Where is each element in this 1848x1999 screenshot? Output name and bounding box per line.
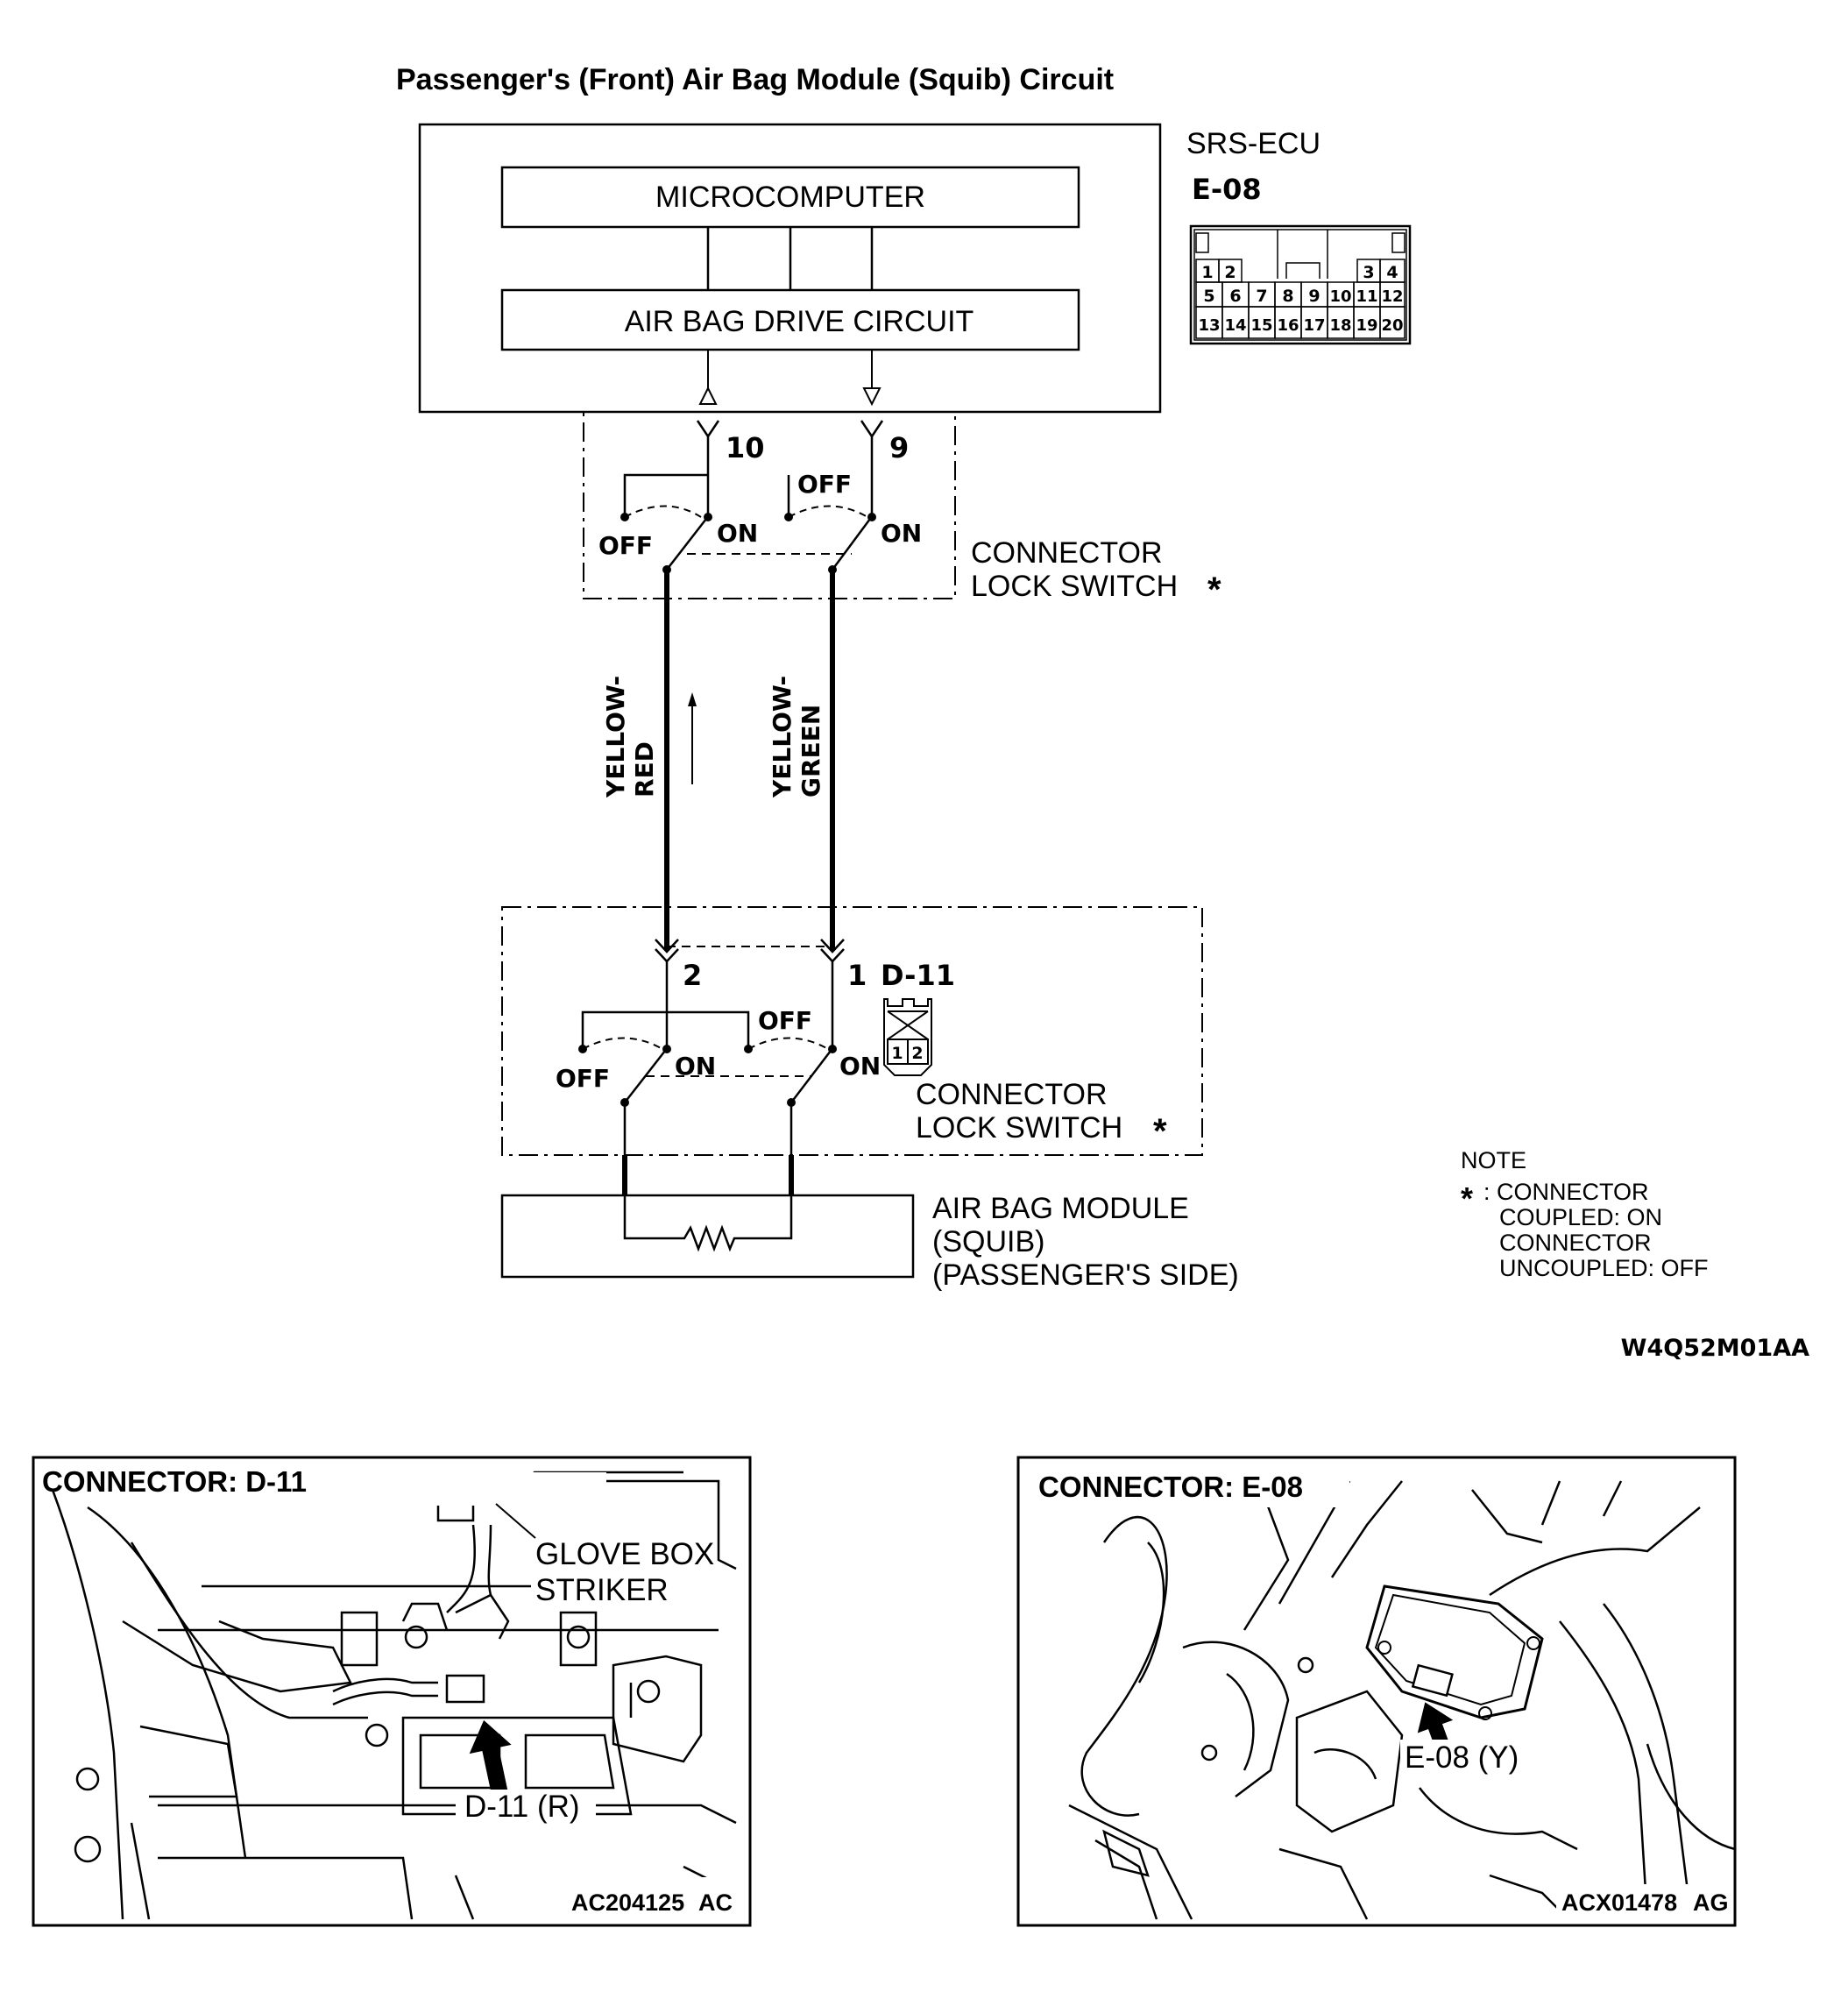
ecu-pin-10-label: 10 (726, 431, 765, 464)
upper-on-label-right: ON (881, 519, 922, 548)
srs-ecu: MICROCOMPUTER AIR BAG DRIVE CIRCUIT SRS-… (418, 123, 1321, 414)
lower-on-label-right: ON (839, 1052, 881, 1081)
panel-right-code-suffix: AG (1693, 1889, 1729, 1916)
e08-connector-face-icon: 1 2 3 4 5 6 7 8 9 10 11 12 13 14 15 16 1… (1189, 224, 1412, 345)
upper-switch-boundary (583, 411, 956, 599)
connector-e08-location-panel: CONNECTOR: E-08 E-08 (Y) ACX01478 AG (1016, 1456, 1737, 1927)
upper-connector-lock-switch: 10 9 OFF OFF ON ON CONNECTOR LOCK SWITCH… (583, 411, 1221, 609)
note-block: NOTE * : CONNECTOR COUPLED: ON CONNECTOR… (1461, 1147, 1709, 1281)
lower-switch-asterisk: * (1153, 1112, 1167, 1151)
note-heading: NOTE (1461, 1147, 1526, 1173)
d11-pin-2-label: 2 (683, 959, 702, 992)
panel-right-code: ACX01478 (1561, 1889, 1677, 1916)
upper-on-label-left: ON (717, 519, 758, 548)
e08-pin-12: 12 (1381, 287, 1403, 306)
upper-off-label-left: OFF (598, 531, 653, 560)
e08-pin-14: 14 (1224, 316, 1246, 335)
upper-switch-label-line1: CONNECTOR (971, 536, 1163, 570)
e08-pin-7: 7 (1256, 287, 1267, 306)
d11-connector-body (445, 1674, 485, 1704)
e08-pin-9: 9 (1308, 287, 1320, 306)
upper-switch-blade-right (831, 518, 872, 571)
figure-code: W4Q52M01AA (1621, 1335, 1809, 1362)
note-line1: : CONNECTOR (1483, 1179, 1649, 1205)
lower-off-label-center: OFF (758, 1006, 812, 1035)
panel-left-heading: CONNECTOR: D-11 (42, 1465, 307, 1498)
module-label-line2: (SQUIB) (932, 1225, 1044, 1258)
drive-circuit-box (500, 288, 1080, 351)
ecu-pin-9-label: 9 (889, 431, 909, 464)
e08-pin-15: 15 (1250, 316, 1272, 335)
air-bag-module: AIR BAG MODULE (SQUIB) (PASSENGER'S SIDE… (500, 1192, 1239, 1292)
wire-right-color-line1: YELLOW- (768, 676, 797, 798)
panel-left-callout-line1: GLOVE BOX (535, 1537, 714, 1571)
panel-left-connector-label: D-11 (R) (464, 1790, 580, 1824)
pin-9-terminal-icon (860, 420, 884, 439)
upper-switch-label-line2: LOCK SWITCH (971, 570, 1178, 603)
e08-pin-16: 16 (1277, 316, 1299, 335)
ecu-connector-id: E-08 (1192, 173, 1262, 206)
note-asterisk: * (1461, 1180, 1473, 1216)
e08-pin-8: 8 (1282, 287, 1293, 306)
note-line4: UNCOUPLED: OFF (1499, 1255, 1709, 1281)
panel-right-heading: CONNECTOR: E-08 (1038, 1471, 1303, 1503)
e08-pin-10: 10 (1329, 287, 1351, 306)
d11-location-arrow-icon (469, 1719, 512, 1799)
d11-connector-face-icon: 1 2 (883, 998, 932, 1076)
lower-off-label-left: OFF (556, 1064, 610, 1093)
d11-face-pin-1: 1 (891, 1044, 903, 1063)
lower-switch-label-line1: CONNECTOR (916, 1078, 1108, 1111)
upper-off-label-center: OFF (797, 470, 852, 499)
input-triangle-icon (862, 387, 882, 407)
lower-switch-boundary (501, 906, 1203, 1156)
panel-left-code-suffix: AC (698, 1889, 733, 1916)
e08-pin-2: 2 (1224, 263, 1236, 282)
e08-pin-20: 20 (1381, 316, 1403, 335)
e08-pin-6: 6 (1229, 287, 1241, 306)
current-flow-arrow-icon (688, 692, 697, 706)
srs-ecu-unit-illustration (1365, 1584, 1544, 1720)
e08-pin-4: 4 (1386, 263, 1398, 282)
e08-pin-11: 11 (1356, 287, 1377, 306)
lower-switch-label-line2: LOCK SWITCH (916, 1111, 1122, 1145)
e08-pin-13: 13 (1198, 316, 1220, 335)
microcomputer-label: MICROCOMPUTER (655, 181, 925, 214)
ecu-box (418, 123, 1162, 414)
squib-resistor-icon (623, 1195, 793, 1252)
e08-pin-17: 17 (1303, 316, 1325, 335)
pin-10-terminal-icon (696, 420, 720, 439)
d11-pin-1-label: 1 (847, 959, 867, 992)
lower-connector-lock-switch: 2 1 D-11 1 2 OFF OFF ON ON (501, 906, 1203, 1195)
drive-circuit-label: AIR BAG DRIVE CIRCUIT (625, 305, 974, 338)
module-box (500, 1194, 915, 1279)
wire-left-color-line2: RED (630, 741, 659, 797)
wire-left-color-line1: YELLOW- (601, 676, 630, 798)
harness-wires: YELLOW- RED YELLOW- GREEN (601, 570, 835, 951)
panel-left-code: AC204125 (571, 1889, 684, 1916)
output-triangle-icon (698, 386, 718, 405)
note-line3: CONNECTOR (1499, 1230, 1652, 1256)
lower-switch-blade-left (624, 1050, 666, 1103)
diagram-title: Passenger's (Front) Air Bag Module (Squi… (396, 63, 1114, 96)
note-line2: COUPLED: ON (1499, 1204, 1662, 1230)
d11-connector-id: D-11 (881, 959, 955, 992)
panel-right-frame (1016, 1456, 1737, 1927)
panel-left-callout-line2: STRIKER (535, 1573, 669, 1607)
wire-right-color-line2: GREEN (797, 705, 825, 797)
ecu-name: SRS-ECU (1186, 127, 1321, 160)
module-label-line1: AIR BAG MODULE (932, 1192, 1189, 1225)
connector-d11-location-panel: CONNECTOR: D-11 GLOVE BOX STRIKER D-11 (… (32, 1456, 752, 1927)
d11-face-pin-2: 2 (911, 1044, 923, 1063)
e08-pin-19: 19 (1356, 316, 1377, 335)
module-label-line3: (PASSENGER'S SIDE) (932, 1258, 1239, 1292)
e08-pin-3: 3 (1363, 263, 1374, 282)
upper-switch-blade-left (666, 518, 707, 571)
upper-switch-asterisk: * (1207, 571, 1221, 609)
panel-right-connector-label: E-08 (Y) (1405, 1740, 1519, 1775)
e08-pin-18: 18 (1329, 316, 1351, 335)
e08-pin-5: 5 (1203, 287, 1214, 306)
e08-pin-1: 1 (1201, 263, 1213, 282)
